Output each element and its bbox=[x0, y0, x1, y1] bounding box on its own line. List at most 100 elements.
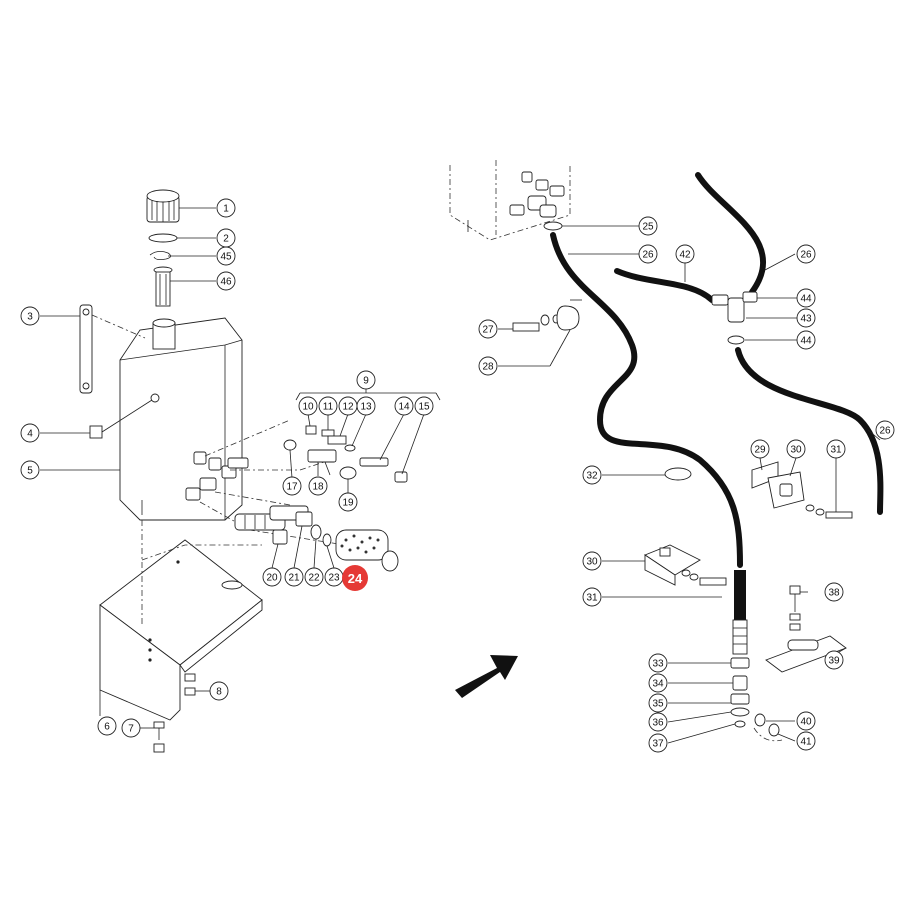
callout-bubble bbox=[121, 718, 141, 738]
callout-bubble bbox=[582, 465, 602, 485]
callout-bubble bbox=[338, 492, 358, 512]
gasket-ring bbox=[148, 233, 178, 243]
callout-label: 25 bbox=[642, 222, 654, 233]
callout-bubble bbox=[216, 271, 236, 291]
callout-label: 30 bbox=[586, 557, 598, 568]
callout-bubble bbox=[304, 567, 324, 587]
callout-bubble bbox=[648, 673, 668, 693]
callout-bubble bbox=[216, 246, 236, 266]
hydraulic-tank bbox=[119, 317, 243, 521]
highlighted-callout[interactable]: 24 bbox=[342, 565, 368, 591]
callout-bubble bbox=[675, 244, 695, 264]
callout-label: 33 bbox=[652, 659, 664, 670]
suction-strainer bbox=[335, 529, 399, 572]
callout-bubble bbox=[582, 551, 602, 571]
callout-label: 31 bbox=[830, 445, 842, 456]
callout-label: 26 bbox=[642, 250, 654, 261]
filler-strainer bbox=[153, 266, 173, 307]
breather-plug bbox=[89, 399, 153, 439]
callout-label: 42 bbox=[679, 250, 691, 261]
callout-label: 46 bbox=[220, 277, 232, 288]
hose-assembly bbox=[449, 160, 884, 742]
callout-label: 18 bbox=[312, 482, 324, 493]
clamp-block bbox=[644, 544, 727, 586]
callout-bubble bbox=[209, 681, 229, 701]
return-hose-lower bbox=[735, 347, 884, 515]
callout-bubble bbox=[356, 396, 376, 416]
cable-ties bbox=[753, 713, 783, 742]
callout-label: 37 bbox=[652, 739, 664, 750]
callout-label: 26 bbox=[879, 426, 891, 437]
direction-arrow bbox=[455, 655, 518, 698]
hose-end-fittings bbox=[730, 570, 750, 728]
callout-label: 10 bbox=[302, 402, 314, 413]
callout-label: 1 bbox=[223, 204, 229, 215]
callout-bubble bbox=[20, 460, 40, 480]
callout-label: 15 bbox=[418, 402, 430, 413]
callout-label: 38 bbox=[828, 588, 840, 599]
callout-bubble bbox=[282, 476, 302, 496]
callout-bubble bbox=[826, 439, 846, 459]
callout-label: 8 bbox=[216, 687, 222, 698]
callout-bubble bbox=[308, 476, 328, 496]
callout-bubble bbox=[216, 198, 236, 218]
callout-label: 6 bbox=[104, 722, 110, 733]
left-leader-lines bbox=[40, 207, 425, 729]
tank-reference-fittings bbox=[509, 171, 565, 218]
callout-label: 17 bbox=[286, 482, 298, 493]
callout-label: 44 bbox=[800, 294, 812, 305]
highlight-bubble[interactable] bbox=[342, 565, 368, 591]
nut-washer-set bbox=[184, 673, 196, 696]
hose-clip bbox=[512, 299, 582, 332]
callout-bubble bbox=[796, 731, 816, 751]
callout-bubble bbox=[786, 439, 806, 459]
callout-label: 21 bbox=[288, 573, 300, 584]
callout-bubble bbox=[796, 330, 816, 350]
callout-label: 3 bbox=[27, 312, 33, 323]
bracket-plate bbox=[751, 461, 853, 519]
callout-label: 19 bbox=[342, 498, 354, 509]
callout-bubble bbox=[648, 693, 668, 713]
callout-label: 20 bbox=[266, 573, 278, 584]
callout-label: 43 bbox=[800, 314, 812, 325]
callout-bubble bbox=[638, 244, 658, 264]
retaining-clip bbox=[149, 251, 171, 261]
highlight-label: 24 bbox=[348, 571, 363, 586]
callout-label: 34 bbox=[652, 679, 664, 690]
callout-label: 36 bbox=[652, 718, 664, 729]
callout-bubble bbox=[318, 396, 338, 416]
callout-label: 32 bbox=[586, 471, 598, 482]
callout-label: 26 bbox=[800, 250, 812, 261]
callout-bubble bbox=[284, 567, 304, 587]
callout-label: 22 bbox=[308, 573, 320, 584]
callout-label: 9 bbox=[363, 376, 369, 387]
callout-bubble bbox=[648, 712, 668, 732]
drain-hose bbox=[614, 268, 715, 303]
right-leader-lines bbox=[498, 225, 881, 744]
callout-bubble bbox=[796, 308, 816, 328]
callout-bubble bbox=[478, 319, 498, 339]
callout-label: 2 bbox=[223, 234, 229, 245]
callout-label: 7 bbox=[128, 724, 134, 735]
callout-bubble bbox=[796, 244, 816, 264]
callout-label: 40 bbox=[800, 717, 812, 728]
callout-label: 13 bbox=[360, 402, 372, 413]
callout-bubble bbox=[298, 396, 318, 416]
callout-bubble bbox=[356, 370, 376, 390]
callout-label: 39 bbox=[828, 656, 840, 667]
filler-cap bbox=[146, 189, 180, 223]
callout-bubble bbox=[638, 216, 658, 236]
callout-bubble bbox=[796, 288, 816, 308]
callout-bubble bbox=[394, 396, 414, 416]
callout-label: 5 bbox=[27, 466, 33, 477]
valve-kit bbox=[283, 388, 441, 483]
callout-label: 29 bbox=[754, 445, 766, 456]
tee-fitting bbox=[711, 291, 758, 345]
callout-bubble bbox=[648, 733, 668, 753]
hose-clamp-2 bbox=[664, 467, 692, 481]
callout-bubble bbox=[582, 587, 602, 607]
callout-label: 35 bbox=[652, 699, 664, 710]
callout-label: 4 bbox=[27, 429, 33, 440]
